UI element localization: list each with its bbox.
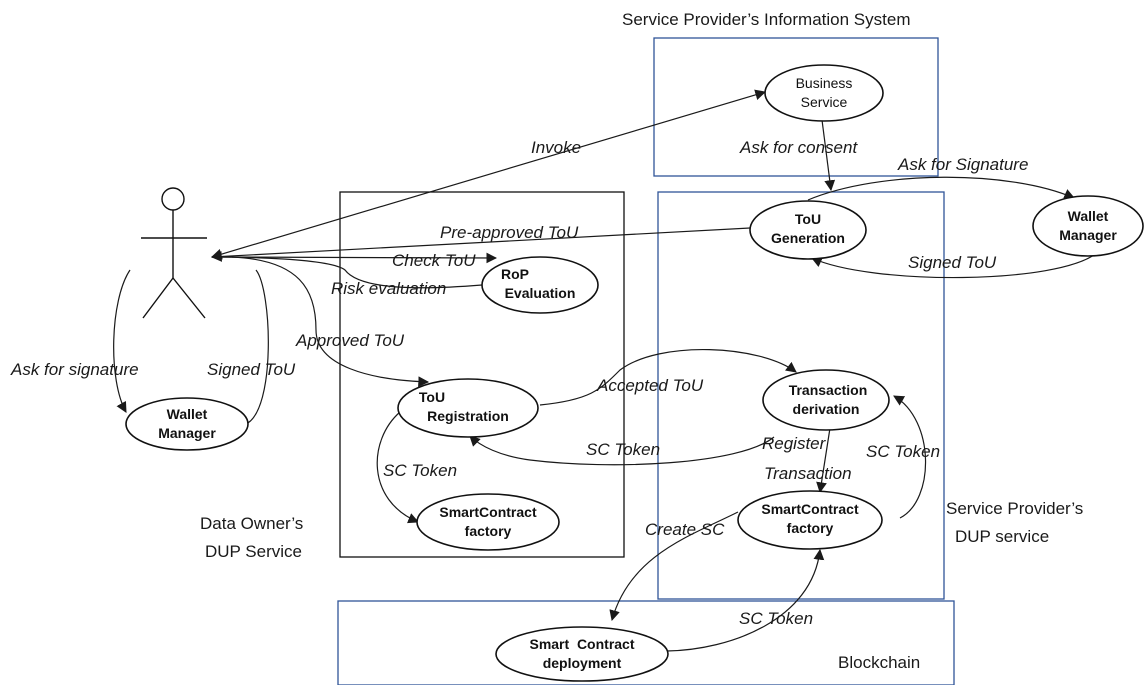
sc-token-blockchain-edge [666,548,825,652]
risk-evaluation-edge [211,256,483,289]
smartcontract-factory-owner-node: SmartContract factory [416,493,560,551]
tou-generation-node: ToU Generation [749,200,867,260]
transaction-derivation-node: Transaction derivation [762,369,890,431]
smartcontract-factory-owner-label-line1: SmartContract [439,504,537,520]
sp-dup-title-line2: DUP service [955,527,1049,546]
ask-for-consent-label: Ask for consent [739,138,858,157]
tou-registration-node: ToU Registration [397,378,539,438]
wallet-manager-sp-label-line2: Manager [1059,227,1117,243]
sc-token-owner-edge [469,435,775,466]
approved-tou-label: Approved ToU [295,331,405,350]
ask-for-signature-sp-label: Ask for Signature [897,155,1028,174]
user-actor-icon [141,187,207,319]
rop-evaluation-label-line1: RoP [501,266,529,282]
accepted-tou-edge [539,349,797,406]
smartcontract-factory-sp-node: SmartContract factory [737,490,883,550]
smartcontract-factory-owner-label-line2: factory [465,523,512,539]
tou-generation-label-line1: ToU [795,211,821,227]
smart-contract-deployment-label-line1: Smart Contract [529,636,634,652]
pre-approved-tou-edge [210,227,751,262]
pre-approved-tou-label: Pre-approved ToU [440,223,579,242]
smart-contract-deployment-node: Smart Contract deployment [495,626,669,682]
tou-generation-label-line2: Generation [771,230,845,246]
sc-token-sp-label: SC Token [866,442,940,461]
sc-token-registration-label: SC Token [383,461,457,480]
invoke-label: Invoke [531,138,581,157]
tou-registration-label-line2: Registration [427,408,509,424]
wallet-manager-user-label-line2: Manager [158,425,216,441]
signed-tou-user-label: Signed ToU [207,360,296,379]
check-tou-label: Check ToU [392,251,476,270]
business-service-node: Business Service [764,64,884,122]
transaction-derivation-label-line2: derivation [793,401,860,417]
wallet-manager-user-label-line1: Wallet [167,406,208,422]
sc-token-owner-label: SC Token [586,440,660,459]
approved-tou-edge [231,256,430,388]
owner-dup-title-line1: Data Owner’s [200,514,303,533]
ask-for-signature-user-label: Ask for signature [10,360,139,379]
transaction-derivation-label-line1: Transaction [789,382,868,398]
register-transaction-label-line1: Register [762,434,827,453]
wallet-manager-sp-node: Wallet Manager [1032,195,1144,257]
invoke-edge [210,89,767,260]
sc-token-registration-edge [376,411,419,524]
business-service-label-line1: Business [796,75,853,91]
signed-tou-sp-edge [811,251,1099,279]
risk-evaluation-label: Risk evaluation [331,279,446,298]
smart-contract-deployment-label-line2: deployment [543,655,622,671]
blockchain-title: Blockchain [838,653,920,672]
create-sc-label: Create SC [645,520,725,539]
signed-tou-sp-label: Signed ToU [908,253,997,272]
ask-for-consent-edge [821,119,836,192]
check-tou-edge [211,252,498,264]
ask-for-signature-sp-edge [807,176,1075,201]
rop-evaluation-label-line2: Evaluation [505,285,576,301]
sc-token-blockchain-label: SC Token [739,609,813,628]
ask-for-signature-user-edge [113,269,131,413]
sp-dup-title-line1: Service Provider’s [946,499,1083,518]
register-transaction-edge [816,427,831,494]
tou-registration-label-line1: ToU [419,389,445,405]
rop-evaluation-node: RoP Evaluation [481,256,599,314]
wallet-manager-sp-label-line1: Wallet [1068,208,1109,224]
wallet-manager-user-node: Wallet Manager [125,397,249,451]
sp-information-system-title: Service Provider’s Information System [622,10,910,29]
business-service-label-line2: Service [801,94,848,110]
create-sc-edge [609,511,739,622]
register-transaction-label-line2: Transaction [764,464,852,483]
owner-dup-title-line2: DUP Service [205,542,302,561]
smartcontract-factory-sp-label-line2: factory [787,520,834,536]
sp-dup-service-box [657,191,945,600]
smartcontract-factory-sp-label-line1: SmartContract [761,501,859,517]
signed-tou-user-edge [245,269,269,425]
sc-token-sp-edge [893,395,927,519]
blockchain-box [337,600,955,685]
accepted-tou-label: Accepted ToU [596,376,704,395]
